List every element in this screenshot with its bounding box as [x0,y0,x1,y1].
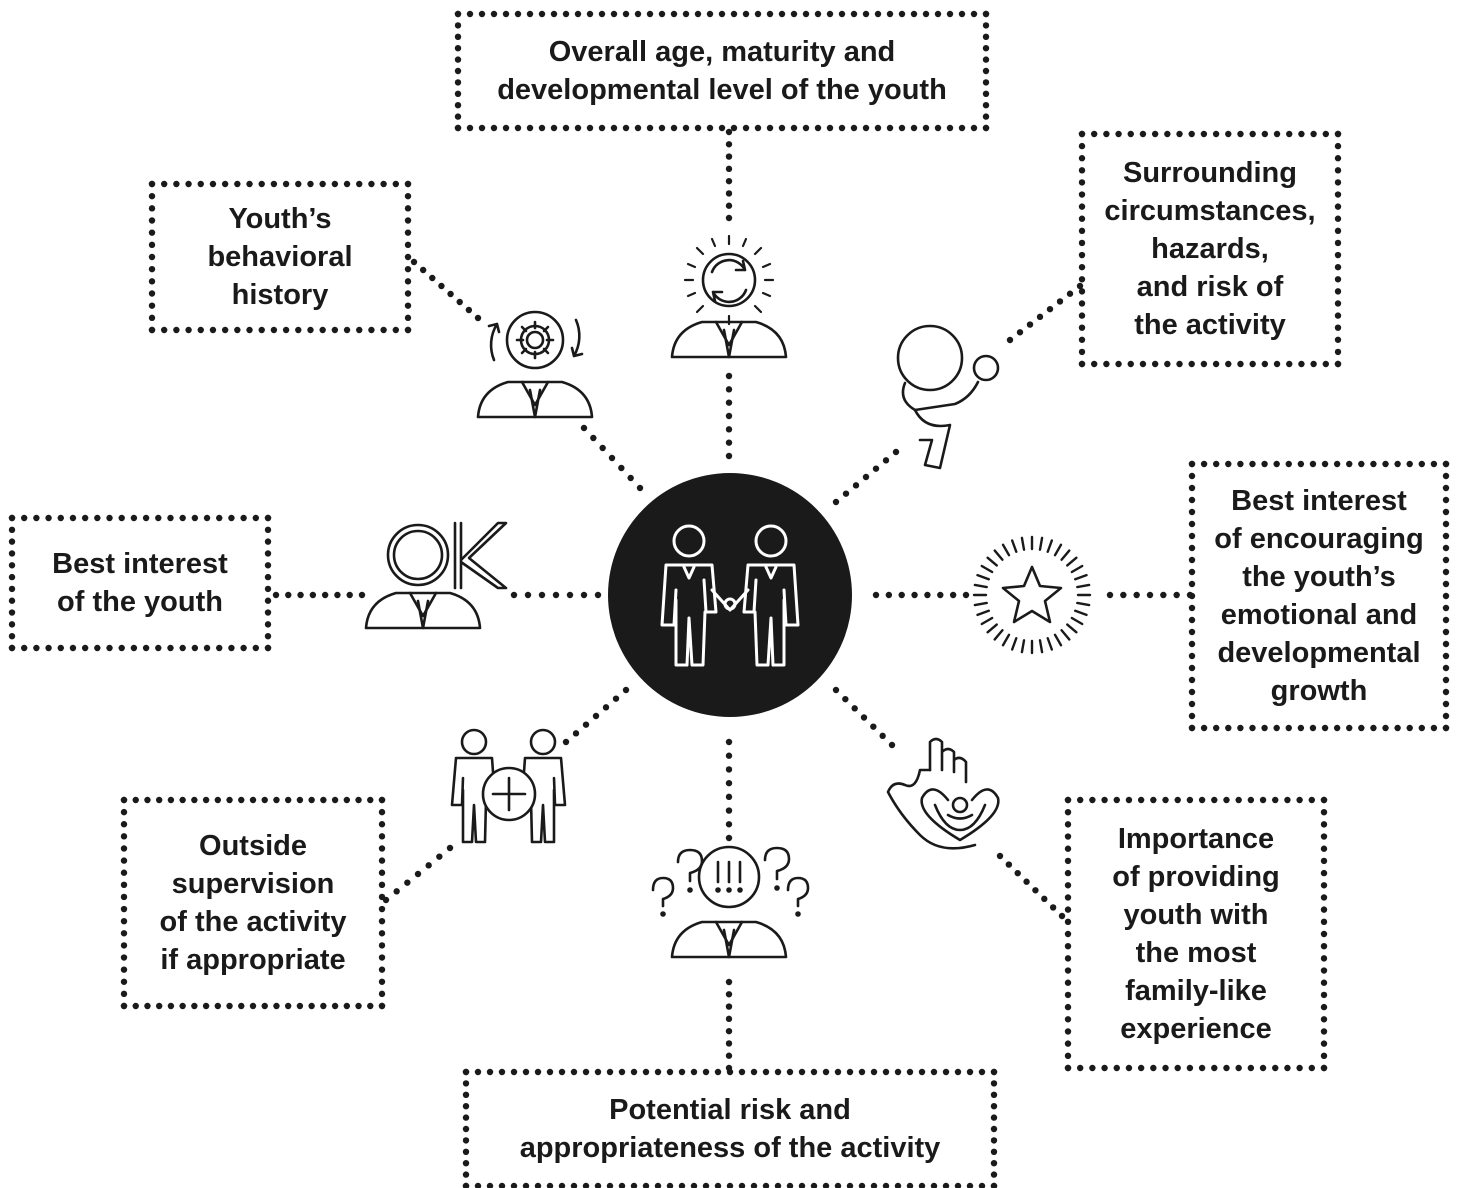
box-frame-top [454,10,990,132]
connector-0 [725,128,733,222]
two-people-plus-icon [450,728,567,844]
person-ok-icon [364,521,508,630]
box-text-line: Best interest [52,548,228,580]
box-bottom: Potential risk and appropriateness of the… [466,1072,994,1186]
connector-5 [832,448,900,506]
box-text-line: family-like [1125,975,1267,1007]
box-text-line: Best interest [1231,485,1407,517]
connector-13 [382,844,454,904]
box-text-line: of encouraging [1214,523,1424,555]
box-text-line: emotional and [1220,599,1418,631]
connector-1 [725,372,733,460]
box-text-line: Importance [1117,823,1275,855]
box-text-line: of providing [1112,861,1280,893]
box-text-line: hazards, [1151,233,1269,265]
connectors [272,128,1194,1072]
connector-7 [510,591,602,599]
box-frame-bottom-right [1064,796,1328,1072]
connector-14 [725,738,733,842]
box-text: Overall age, maturity and developmental l… [497,33,947,109]
two-people-holding-hands-icon [660,524,800,667]
box-text: Surrounding circumstances, hazards, and ris… [1104,154,1315,344]
box-text-line: circumstances, [1104,195,1316,227]
box-frame-top-left [148,180,412,334]
box-frame-right [1188,460,1450,732]
box-text: Potential risk and appropriateness of the… [520,1091,941,1167]
box-text-line: Potential risk and [609,1094,851,1126]
box-text-line: the activity [1134,309,1286,341]
box-text-line: Outside [199,830,307,862]
connector-3 [580,424,644,492]
connector-12 [562,686,630,746]
box-text-line: of the youth [57,586,223,618]
box-text-line: and risk of [1136,271,1284,303]
box-bottom-right: Importance of providing youth with the most… [1068,800,1324,1068]
connector-8 [872,591,970,599]
box-frame-left [8,514,272,652]
box-top: Overall age, maturity and developmental l… [458,14,986,128]
box-text-line: developmental [1217,637,1421,669]
connector-11 [996,852,1066,920]
box-right: Best interest of encouraging the youth’s em… [1192,464,1446,728]
connector-4 [1006,282,1084,344]
box-bottom-left: Outside supervision of the activity if appr… [124,800,382,1006]
connector-10 [832,686,896,749]
box-text: Importance of providing youth with the most… [1112,820,1280,1048]
box-text-line: Youth’s [228,203,332,235]
star-burst-icon [972,535,1092,655]
hand-heart-person-icon [886,737,1000,850]
box-text-line: experience [1120,1013,1272,1045]
box-text-line: growth [1270,675,1368,707]
box-top-right: Surrounding circumstances, hazards, and ris… [1082,134,1338,364]
box-frame-bottom [462,1068,998,1188]
person-gear-cycle-icon [476,310,594,419]
box-text-line: history [231,279,329,311]
box-text-line: appropriateness of the activity [519,1132,941,1164]
box-text-line: of the activity [159,906,347,938]
box-top-left: Youth’s behavioral history [152,184,408,330]
person-question-exclamation-icon [651,845,810,959]
person-sun-cycle-icon [670,234,788,359]
box-text-line: youth with [1123,899,1269,931]
box-left: Best interest of the youth [12,518,268,648]
center-circle [608,473,852,717]
box-text-line: behavioral [207,241,353,273]
box-text-line: Surrounding [1123,157,1297,189]
connector-15 [725,978,733,1072]
box-text-line: the most [1135,937,1257,969]
box-text-line: supervision [171,868,335,900]
center-hub [608,473,852,717]
connector-9 [1106,591,1194,599]
box-text: Best interest of encouraging the youth’s em… [1214,482,1423,710]
box-frame-top-right [1078,130,1342,368]
box-text-line: developmental level of the youth [497,74,947,106]
box-text-line: the youth’s [1242,561,1396,593]
box-text: Youth’s behavioral history [207,200,352,314]
connector-2 [410,258,482,322]
person-juggling-ball-icon [896,324,1000,470]
box-text: Outside supervision of the activity if appr… [160,827,347,979]
connector-6 [272,591,366,599]
box-text: Best interest of the youth [52,545,228,621]
box-text-line: if appropriate [160,944,346,976]
box-frame-bottom-left [120,796,386,1010]
box-text-line: Overall age, maturity and [548,36,896,68]
box-frames [8,10,1450,1188]
